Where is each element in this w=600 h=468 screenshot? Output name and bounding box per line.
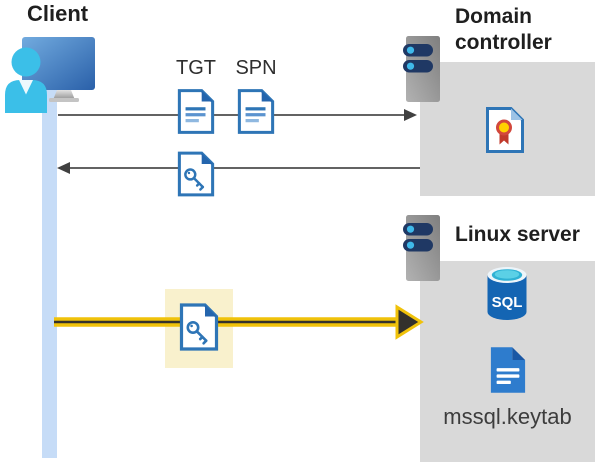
arrow-client-to-linux-yellow [54, 304, 424, 340]
linux-server-icon [403, 215, 440, 281]
domain-controller-server-icon [403, 36, 440, 102]
user-silhouette-icon [5, 47, 47, 113]
client-title: Client [27, 1, 89, 26]
arrow-dc-to-client [57, 162, 420, 174]
client-lifeline [42, 90, 57, 458]
sql-badge-text: SQL [492, 294, 523, 311]
sql-database-icon: SQL [487, 267, 527, 320]
certificate-seal [496, 119, 512, 136]
tgt-document-icon [177, 89, 215, 134]
keytab-file-icon [490, 347, 526, 393]
monitor-stand [53, 90, 75, 100]
certificate-icon [486, 107, 524, 153]
key-glyph [184, 168, 205, 191]
monitor-screen [22, 37, 95, 90]
key-ticket-highlighted-icon [179, 303, 219, 351]
monitor-base [49, 98, 79, 102]
client-workstation-icon [5, 37, 95, 113]
domain-controller-title: Domain controller [455, 5, 552, 54]
keytab-filename: mssql.keytab [443, 404, 572, 429]
linux-server-title: Linux server [455, 223, 580, 246]
tgt-label: TGT [176, 57, 216, 79]
key-glyph [186, 320, 208, 345]
spn-label: SPN [235, 57, 277, 79]
arrow-client-to-dc [58, 109, 417, 121]
key-ticket-icon [177, 151, 215, 197]
spn-document-icon [237, 89, 275, 134]
